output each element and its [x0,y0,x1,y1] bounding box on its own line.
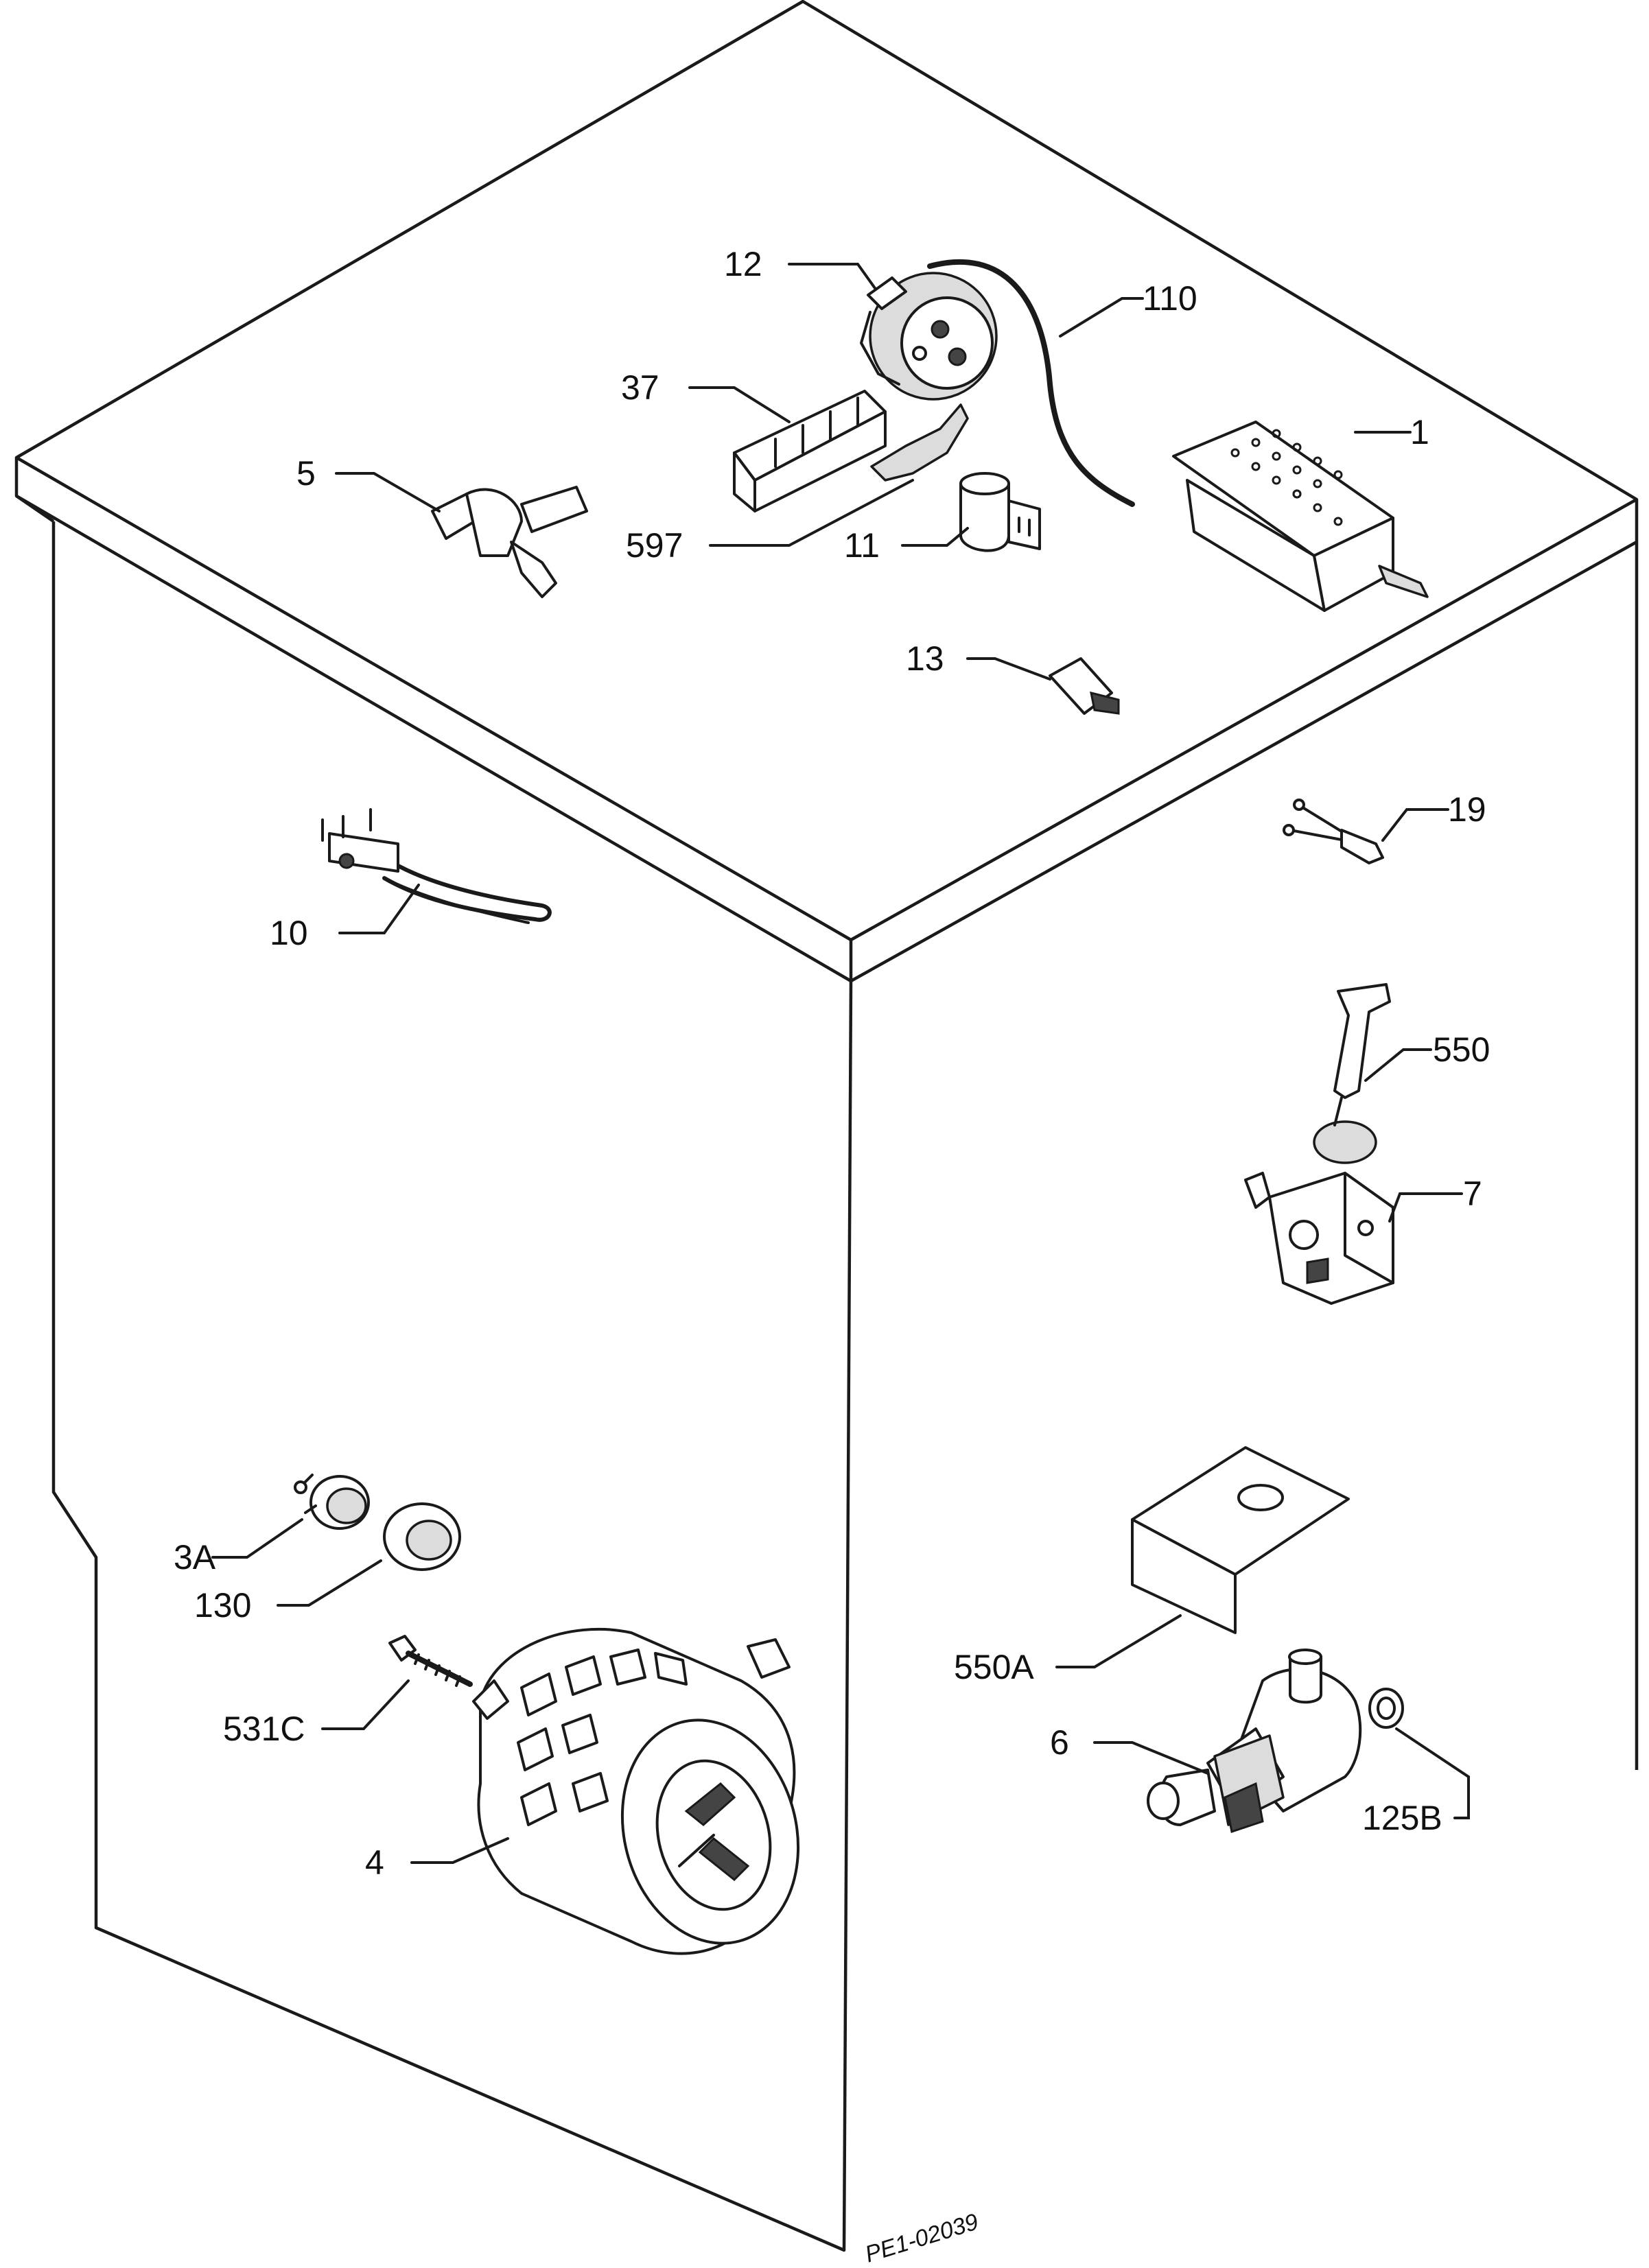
leader-lines [211,263,1470,1864]
cabinet-outline [14,0,1639,2252]
label-5: 5 [296,454,316,493]
terminal-block-part-37 [733,390,887,512]
label-130: 130 [194,1586,251,1625]
label-597: 597 [626,526,683,565]
cable-clamp-part-19 [1283,799,1384,864]
door-lever-part-550 [1313,983,1391,1164]
seal-part-130 [383,1502,461,1571]
bracket-part-597 [870,403,969,482]
inlet-valve-part-5 [431,486,588,598]
pressure-switch-part-12 [860,272,998,401]
pressure-hose-part-110 [927,259,1135,507]
label-550: 550 [1433,1030,1490,1069]
screw-part-531C [388,1635,473,1687]
heating-element-part-10 [321,808,552,924]
label-550A: 550A [954,1648,1034,1686]
label-110: 110 [1143,279,1197,318]
drawing-code: PE1-02039 [862,2209,981,2268]
label-13: 13 [906,639,944,678]
part-labels: 12 110 37 5 597 11 1 13 19 10 550 7 3A 1… [174,245,1490,1882]
label-7: 7 [1463,1174,1482,1213]
label-19: 19 [1448,790,1486,829]
label-11: 11 [844,526,880,565]
label-12: 12 [724,245,762,283]
connector-part-13 [1049,657,1120,715]
door-interlock-part-7 [1244,1172,1394,1305]
label-125B: 125B [1362,1799,1442,1837]
label-1: 1 [1410,413,1429,451]
label-6: 6 [1050,1723,1069,1762]
timer-part-1 [1172,421,1429,612]
thermostat-part-3A [294,1474,370,1530]
motor-part-4 [472,1627,800,1955]
label-4: 4 [365,1843,384,1882]
bracket-plate-part-550A [1131,1446,1350,1634]
capacitor-part-11 [959,472,1041,552]
drain-pump-part-6 [1147,1649,1362,1833]
label-531C: 531C [223,1710,305,1748]
label-37: 37 [621,368,659,407]
label-10: 10 [270,914,308,952]
gasket-part-125B [1368,1688,1404,1729]
label-3A: 3A [174,1538,216,1576]
